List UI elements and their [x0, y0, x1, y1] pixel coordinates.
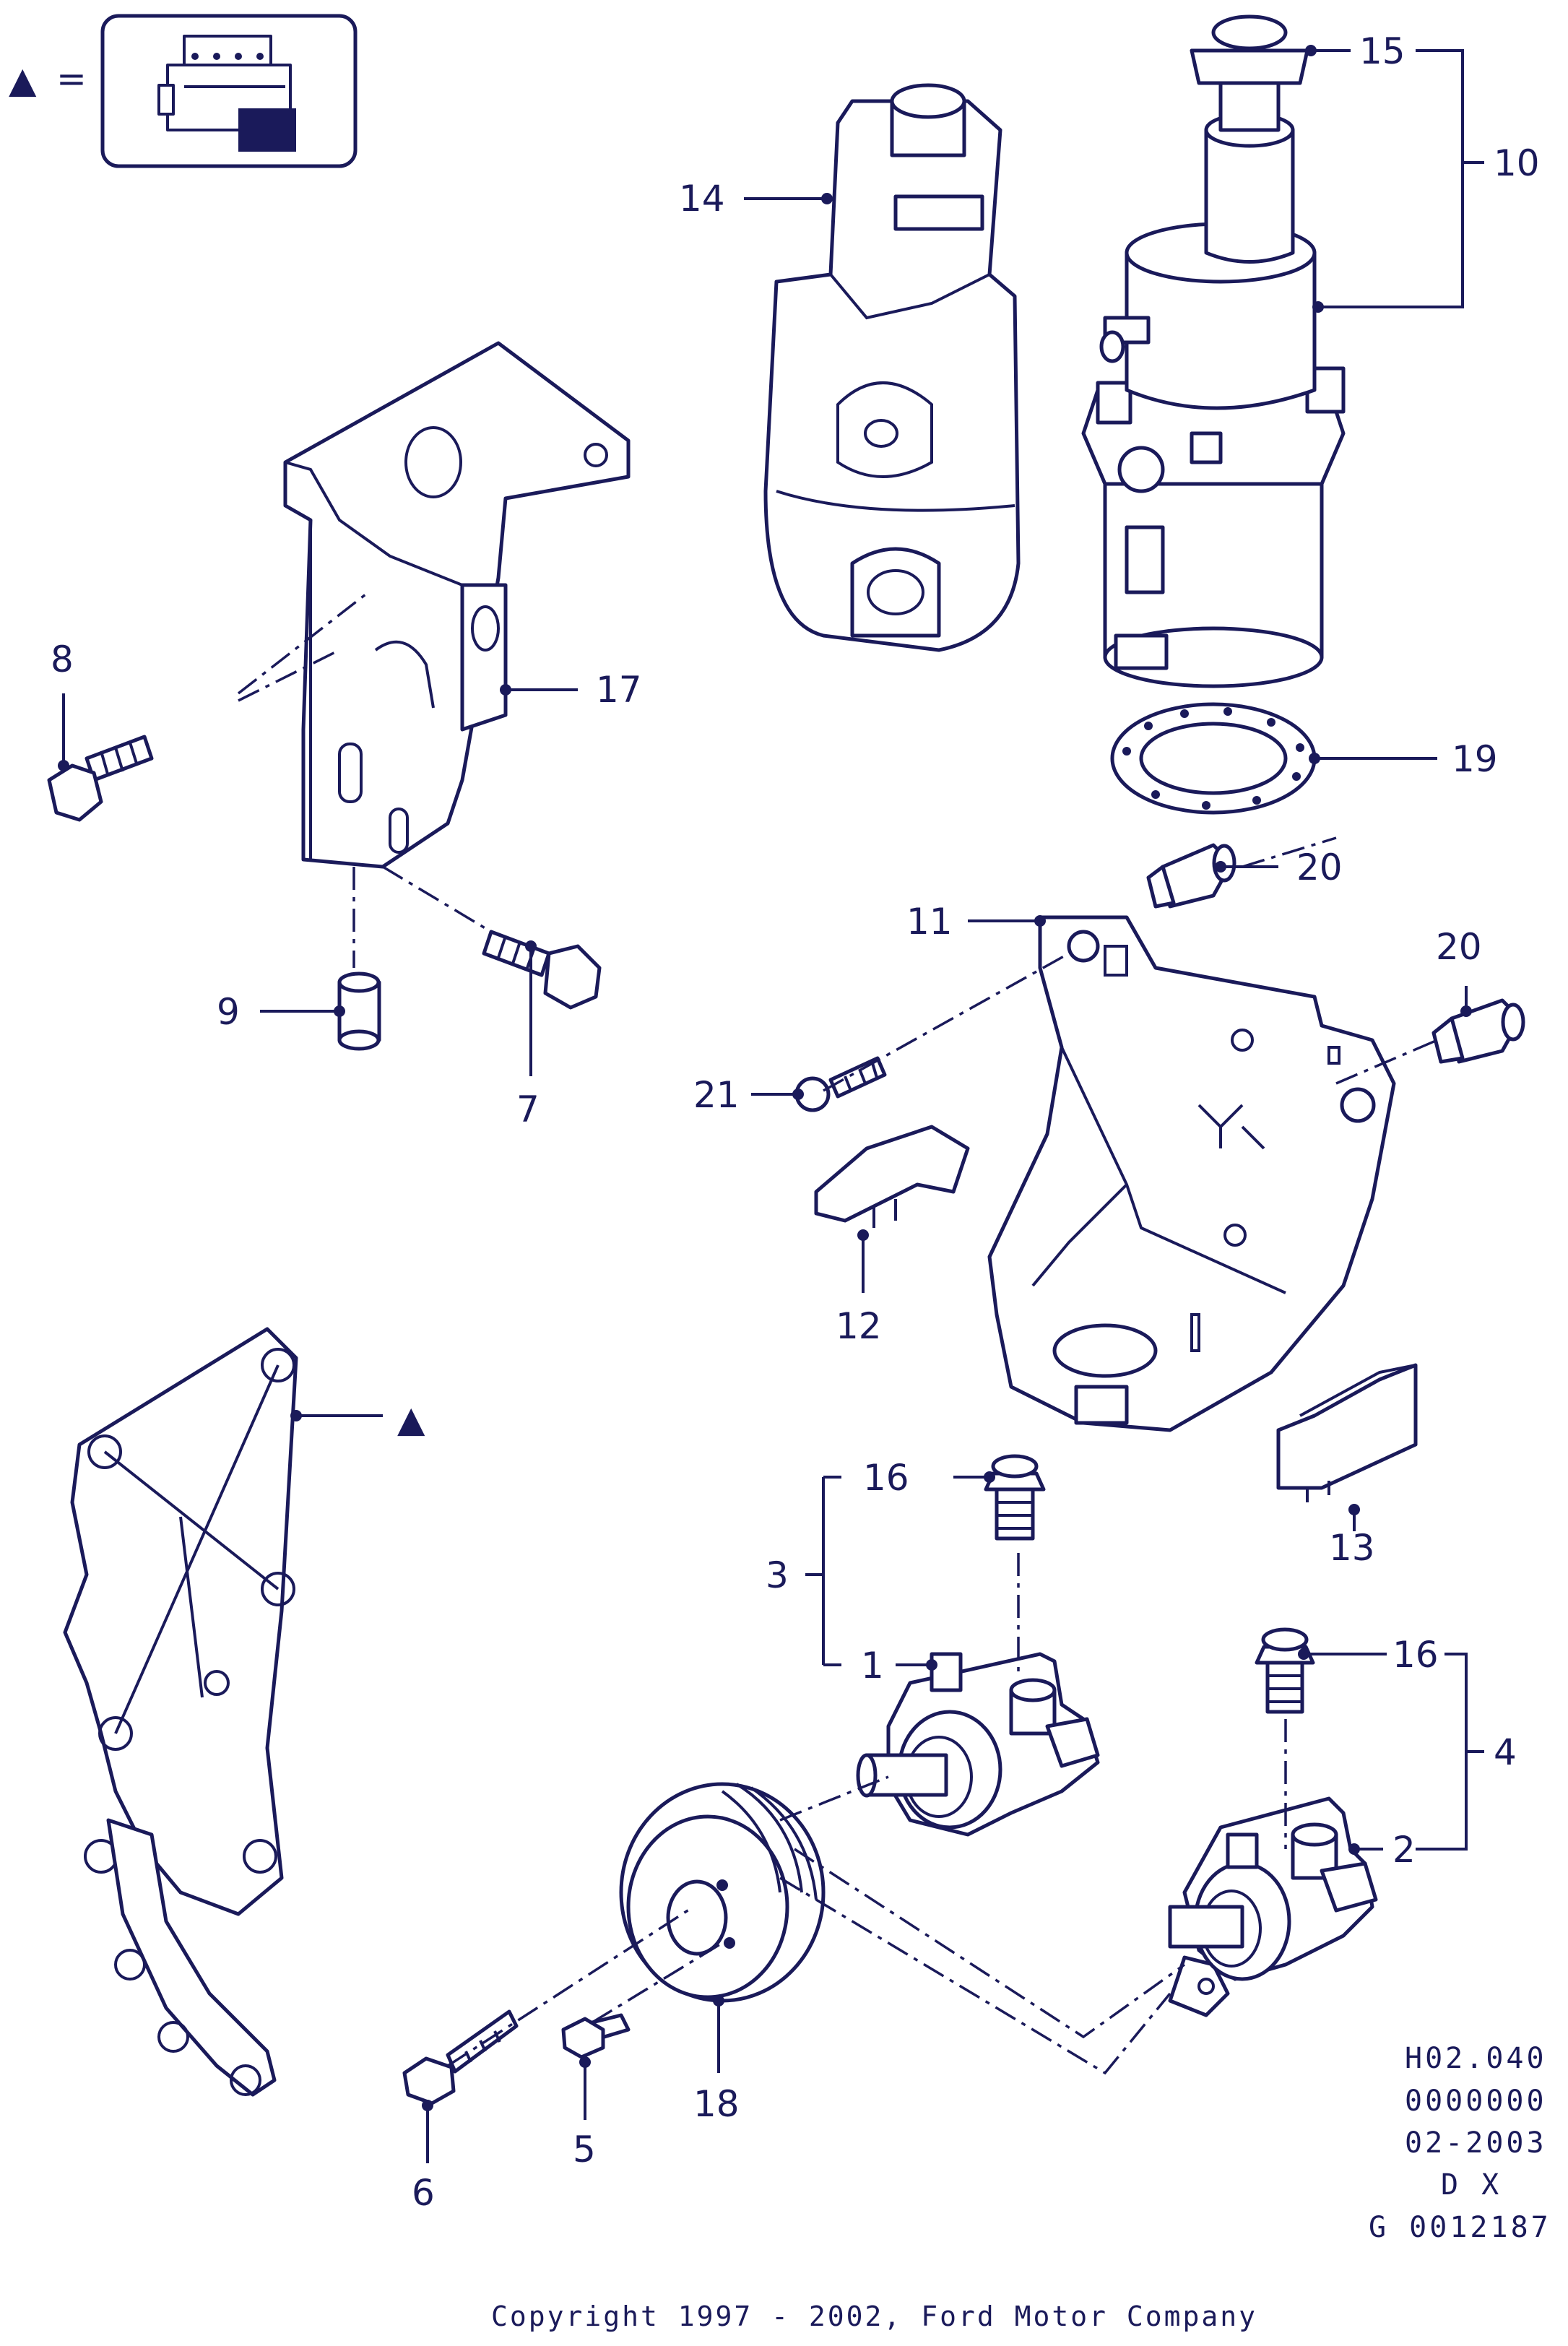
callout-5: 5	[573, 2129, 596, 2170]
callout-15: 15	[1359, 30, 1405, 72]
part-17-bracket	[283, 341, 631, 869]
leader-lines	[58, 45, 1484, 2163]
part-12-insulator	[814, 1125, 970, 1228]
part-11-mounting-plate	[987, 915, 1396, 1432]
reference-id: G 0012187 0	[1369, 2211, 1568, 2244]
callout-16-upper: 16	[863, 1457, 909, 1499]
callout-8: 8	[51, 639, 74, 680]
part-6-bolt	[402, 2009, 519, 2105]
callout-16-lower: 16	[1392, 1634, 1439, 1676]
part-20-nut-lower	[1431, 998, 1525, 1064]
part-14-reservoir-cover	[763, 83, 1021, 652]
callout-4: 4	[1494, 1731, 1517, 1773]
callouts: 14 15 10 17 19 20 11 20 21 12 13 8 7 9 ▲…	[51, 30, 1540, 2214]
callout-13: 13	[1329, 1527, 1375, 1569]
part-18-pulley	[619, 1782, 826, 2003]
legend-triangle-symbol: ▲	[9, 59, 37, 101]
part-1-pump-hub	[856, 1652, 1100, 1837]
reference-code: H02.040	[1405, 2042, 1547, 2075]
callout-12: 12	[836, 1305, 882, 1347]
callout-21: 21	[693, 1074, 740, 1116]
callout-19: 19	[1452, 738, 1498, 780]
reference-dx: D X	[1441, 2168, 1502, 2202]
part-5-bolt	[561, 2013, 631, 2059]
part-13-insulator	[1276, 1363, 1418, 1502]
callout-triangle-marker: ▲	[397, 1398, 425, 1440]
part-10-electric-pump	[1081, 14, 1346, 688]
part-2-pump-hub	[1168, 1796, 1378, 2017]
callout-2: 2	[1392, 1829, 1416, 1871]
callout-9: 9	[217, 991, 240, 1033]
callout-1: 1	[861, 1645, 884, 1687]
engine-support-bracket	[63, 1327, 298, 2097]
alignment-lines	[237, 591, 1438, 2075]
callout-11: 11	[906, 901, 953, 943]
part-8-bolt	[47, 735, 154, 822]
callout-14: 14	[679, 178, 725, 220]
part-21-bolt	[794, 1056, 887, 1112]
engine-icon	[157, 35, 296, 152]
copyright-notice: Copyright 1997 - 2002, Ford Motor Compan…	[491, 2300, 1257, 2332]
callout-7: 7	[516, 1088, 540, 1130]
callout-17: 17	[596, 669, 642, 711]
legend: ▲ =	[9, 14, 358, 168]
callout-20-upper: 20	[1296, 847, 1343, 888]
part-16-plug-upper	[984, 1454, 1046, 1541]
legend-equals: =	[56, 58, 87, 100]
part-7-bolt	[482, 930, 602, 1010]
callout-6: 6	[412, 2172, 435, 2214]
part-19-gasket	[1110, 702, 1317, 815]
part-16-plug-lower	[1255, 1627, 1315, 1714]
part-20-nut-upper	[1146, 843, 1236, 909]
reference-date: 02-2003	[1405, 2126, 1547, 2160]
callout-20-lower: 20	[1436, 926, 1482, 968]
callout-10: 10	[1494, 142, 1540, 184]
reference-number: 0000000	[1405, 2085, 1547, 2118]
callout-18: 18	[693, 2083, 740, 2125]
reference-info: H02.040 0000000 02-2003 D X G 0012187 0	[1369, 2042, 1568, 2244]
part-9-sleeve	[337, 971, 381, 1051]
callout-3: 3	[766, 1554, 789, 1596]
